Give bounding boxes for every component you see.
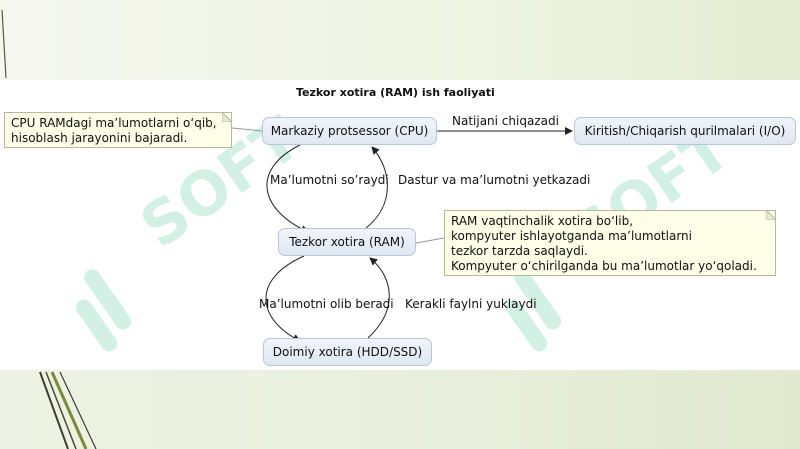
- edge-label-cpu-to-io: Natijani chiqazadi: [452, 114, 559, 128]
- node-ram: Tezkor xotira (RAM): [278, 228, 416, 256]
- watermark-logo-icon: [75, 269, 132, 352]
- edge-cpu-to-ram: [266, 144, 309, 233]
- edge-storage-to-ram: [367, 257, 390, 339]
- slide-bottom-band: [0, 370, 800, 449]
- note-cpu-line: hisoblash jarayonini bajaradi.: [11, 131, 188, 145]
- note-ram-line: RAM vaqtinchalik xotira bo‘lib,: [451, 214, 634, 228]
- note-connector-ram: [415, 237, 445, 244]
- note-ram-line: Kompyuter o‘chirilganda bu ma’lumotlar y…: [451, 259, 757, 273]
- edge-label-cpu-reads-ram: Ma’lumotni so’raydi: [270, 173, 389, 187]
- diagram-title: Tezkor xotira (RAM) ish faoliyati: [296, 86, 495, 99]
- note-ram: RAM vaqtinchalik xotira bo‘lib, kompyute…: [444, 210, 776, 276]
- edge-label-storage-loads-ram: Kerakli faylni yuklaydi: [405, 297, 537, 311]
- edge-label-ram-feeds-cpu: Dastur va ma’lumotni yetkazadi: [398, 173, 591, 187]
- node-storage: Doimiy xotira (HDD/SSD): [263, 338, 432, 366]
- note-cpu-line: CPU RAMdagi ma’lumotlarni o‘qib,: [11, 116, 217, 130]
- edge-label-ram-reads-storage: Ma’lumotni olib beradi: [259, 297, 394, 311]
- note-ram-line: kompyuter ishlayotganda ma’lumotlarni: [451, 229, 692, 243]
- node-cpu: Markaziy protsessor (CPU): [262, 117, 437, 145]
- slide-top-band: [0, 0, 800, 80]
- note-cpu: CPU RAMdagi ma’lumotlarni o‘qib, hisobla…: [4, 112, 232, 148]
- edge-ram-to-storage: [265, 255, 305, 342]
- note-fold-icon: [766, 210, 776, 220]
- edge-ram-to-cpu: [365, 146, 388, 229]
- note-ram-line: tezkor tarzda saqlaydi.: [451, 244, 588, 258]
- note-connector-cpu: [231, 127, 263, 132]
- note-fold-icon: [222, 112, 232, 122]
- node-io: Kiritish/Chiqarish qurilmalari (I/O): [574, 117, 796, 145]
- watermark-logo-icon: [505, 269, 562, 352]
